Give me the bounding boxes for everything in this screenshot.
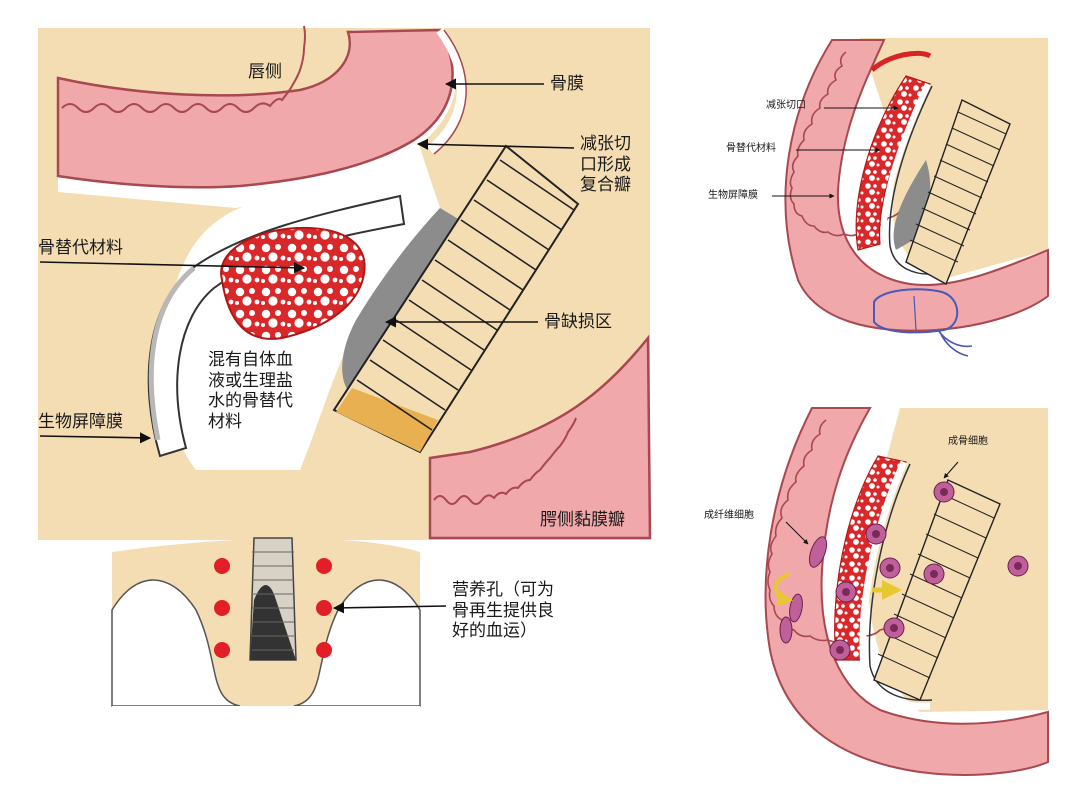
bone-substitute-blob — [220, 226, 366, 340]
label-lip-side: 唇侧 — [248, 62, 282, 82]
br-mucosa — [764, 407, 1049, 776]
label-membrane: 生物屏障膜 — [38, 412, 123, 432]
label-relief-incision: 减张切 口形成 复合瓣 — [580, 134, 631, 196]
palatal-rete-ridges — [433, 417, 577, 505]
membrane-pointer — [39, 432, 152, 444]
bone-substitute-pointer — [39, 261, 306, 274]
br-membrane-edge — [868, 463, 933, 702]
membrane-shadow — [148, 266, 196, 441]
label-mixed-material: 混有自体血 液或生理盐 水的骨替代 材料 — [208, 350, 293, 433]
osteoblast-cells — [829, 481, 1029, 661]
label-palatal-flap: 腭侧黏膜瓣 — [540, 510, 625, 530]
br-fibroblast-pointer — [785, 521, 809, 545]
label-periosteum: 骨膜 — [550, 74, 584, 94]
bottom-right-panel — [756, 407, 1049, 786]
main-panel — [38, 25, 652, 540]
labial-mucosa — [56, 28, 454, 189]
top-right-panel — [702, 34, 1049, 357]
palatal-mucosa — [428, 334, 652, 540]
tr-mucosa — [784, 39, 1049, 332]
tr-suture-line — [913, 295, 917, 331]
label-bone-substitute: 骨替代材料 — [38, 238, 123, 258]
tr-membrane-white — [880, 82, 937, 280]
bottom-fade — [112, 706, 420, 744]
left-tooth — [111, 579, 241, 707]
implant — [332, 144, 580, 454]
bottom-panel — [111, 537, 447, 744]
tr-suture-tails — [937, 329, 973, 357]
br-label-fibroblast: 成纤维细胞 — [704, 510, 754, 521]
tr-incision-mark — [870, 50, 932, 72]
periosteum-edge — [433, 29, 467, 155]
tr-label-bone-substitute: 骨替代材料 — [726, 143, 776, 154]
tr-suture-loop — [873, 288, 959, 334]
tr-label-relief-incision: 减张切口 — [766, 100, 806, 111]
label-defect-area: 骨缺损区 — [544, 312, 612, 332]
yellow-arrow-curved — [773, 572, 794, 607]
tr-implant — [905, 99, 1011, 285]
foramina-pointer — [332, 602, 447, 614]
incision-pointer — [416, 138, 575, 150]
tr-label-membrane: 生物屏障膜 — [708, 190, 758, 201]
br-membrane-white — [859, 460, 931, 710]
tr-membrane-edge — [888, 85, 939, 276]
nutrient-foramina-dots — [214, 558, 332, 658]
br-label-osteoblast: 成骨细胞 — [948, 436, 988, 447]
br-osteoblast-pointer — [943, 461, 959, 479]
periosteum-band — [427, 27, 466, 154]
labial-rete-ridges — [61, 25, 306, 113]
br-implant — [873, 479, 1001, 701]
label-nutrient-foramina: 营养孔（可为 骨再生提供良 好的血运） — [452, 580, 554, 642]
